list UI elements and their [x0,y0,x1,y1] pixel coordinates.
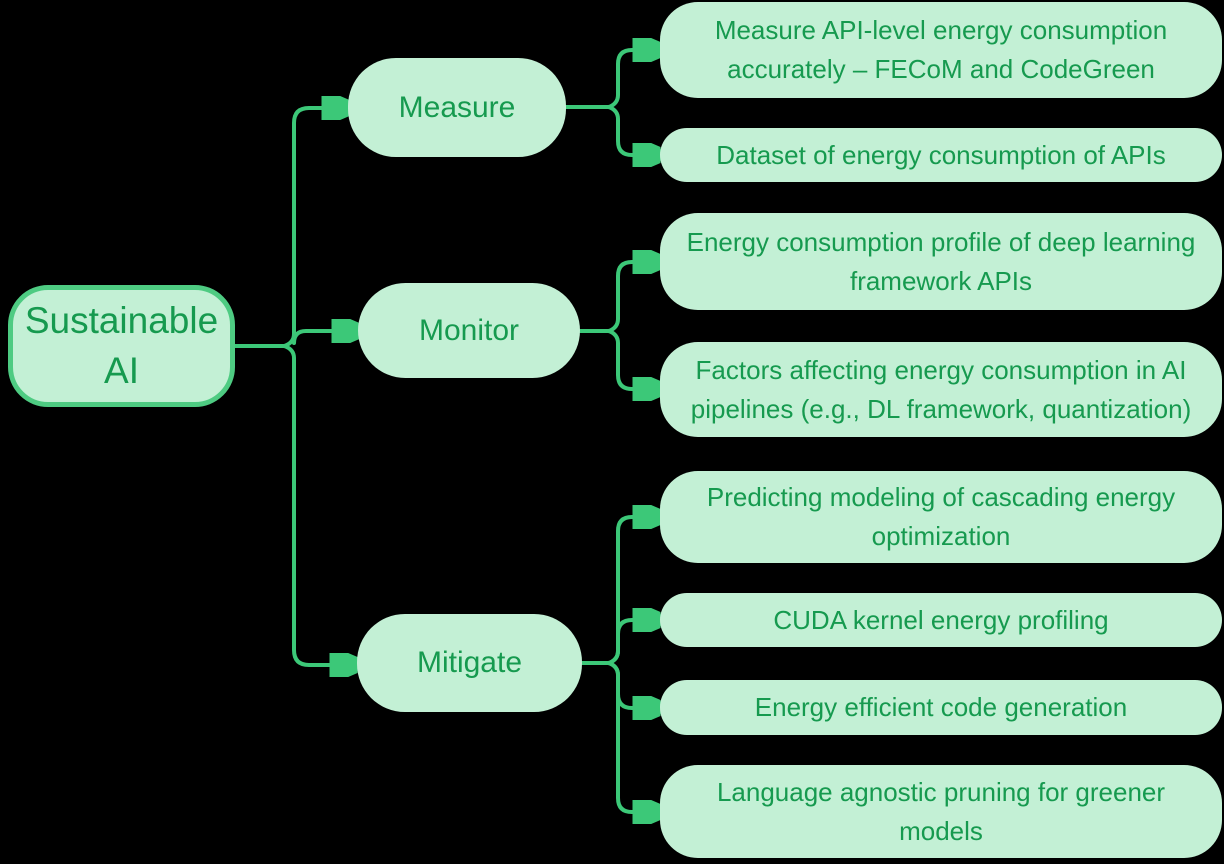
edge-mitigate-to-leaf4 [607,661,655,812]
leaf-node-monitor-2: Factors affecting energy consumption in … [660,342,1222,437]
branch-node-mitigate: Mitigate [357,614,582,712]
branch-label-monitor: Monitor [418,313,520,347]
edge-root-to-monitor [292,331,354,345]
leaf-node-mitigate-3: Energy efficient code generation [660,680,1222,735]
branch-label-measure: Measure [398,90,516,124]
root-node: Sustainable AI [8,285,235,407]
branch-node-monitor: Monitor [358,283,580,378]
edge-mitigate-to-leaf1 [607,517,655,665]
leaf-label: Measure API-level energy consumption acc… [714,15,1168,84]
leaf-node-measure-1: Measure API-level energy consumption acc… [660,2,1222,98]
leaf-label: CUDA kernel energy profiling [773,604,1109,635]
leaf-label: Energy efficient code generation [754,692,1128,722]
leaf-node-measure-2: Dataset of energy consumption of APIs [660,128,1222,182]
leaf-label: Factors affecting energy consumption in … [690,354,1192,424]
leaf-label: Dataset of energy consumption of APIs [716,139,1166,170]
leaf-node-mitigate-4: Language agnostic pruning for greener mo… [660,765,1222,858]
edge-measure-to-leaf1 [607,50,655,109]
leaf-label: Language agnostic pruning for greener mo… [716,776,1166,846]
leaf-node-mitigate-1: Predicting modeling of cascading energy … [660,471,1222,563]
edge-monitor-to-leaf1 [607,262,655,333]
edge-mitigate-to-leaf2 [607,620,655,665]
leaf-node-monitor-1: Energy consumption profile of deep learn… [660,213,1222,310]
branch-label-mitigate: Mitigate [416,646,523,679]
edge-monitor-to-leaf2 [607,329,655,389]
edge-root-to-mitigate [282,344,353,665]
edge-measure-to-leaf2 [607,105,655,155]
leaf-label: Energy consumption profile of deep learn… [686,226,1196,296]
branch-node-measure: Measure [348,58,566,157]
edge-root-to-measure [282,108,345,348]
leaf-label: Predicting modeling of cascading energy … [706,482,1176,551]
root-node-label: Sustainable AI [24,300,219,391]
leaf-node-mitigate-2: CUDA kernel energy profiling [660,593,1222,647]
